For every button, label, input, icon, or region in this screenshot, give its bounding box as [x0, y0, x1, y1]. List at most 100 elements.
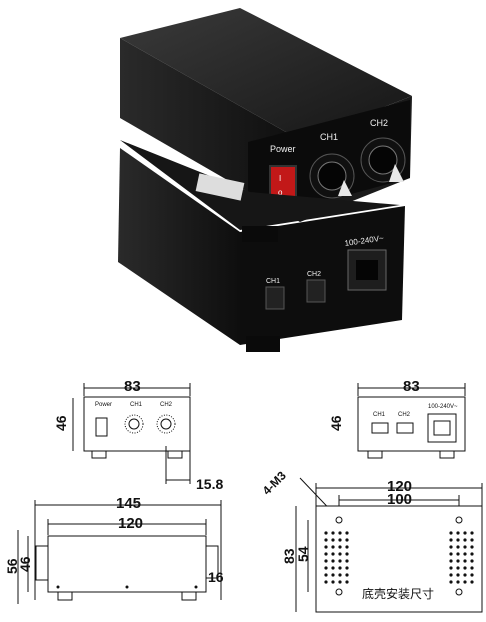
- photo-lower-foot: [246, 336, 280, 352]
- vent-hole: [470, 545, 474, 549]
- vent-hole: [456, 573, 460, 577]
- photo-power-label: Power: [270, 144, 296, 154]
- bottom-hole-spacing-dim: 100: [387, 491, 412, 508]
- vent-hole: [338, 531, 342, 535]
- vent-hole: [345, 559, 349, 563]
- vent-hole: [456, 559, 460, 563]
- front-ch1-label: CH1: [130, 402, 143, 408]
- vent-hole: [324, 580, 328, 584]
- vent-grid-right: [449, 531, 474, 584]
- vent-hole: [470, 580, 474, 584]
- vent-hole: [345, 545, 349, 549]
- vent-hole: [456, 545, 460, 549]
- rear-ac-socket: [433, 420, 451, 436]
- vent-hole: [324, 552, 328, 556]
- vent-hole: [345, 531, 349, 535]
- photo-upper-foot: [242, 226, 278, 242]
- vent-hole: [456, 552, 460, 556]
- vent-hole: [470, 566, 474, 570]
- vent-hole: [338, 559, 342, 563]
- vent-hole: [331, 559, 335, 563]
- photo-ch1-label: CH1: [320, 132, 338, 142]
- mount-hole-bottom-right: [455, 588, 463, 596]
- side-body-height-dim: 46: [17, 556, 33, 572]
- front-ch1-dial: [124, 414, 144, 434]
- vent-hole: [331, 531, 335, 535]
- front-panel-outline: [83, 396, 191, 452]
- side-screw-3: [194, 585, 198, 589]
- vent-hole: [324, 559, 328, 563]
- side-foot-dim: 16: [208, 569, 224, 585]
- vent-hole: [463, 545, 467, 549]
- vent-hole: [345, 580, 349, 584]
- bottom-hole-width-dim: 54: [295, 546, 311, 562]
- side-body-outline: [47, 535, 207, 593]
- vent-hole: [338, 552, 342, 556]
- photo-ch2-pointer: [389, 164, 404, 182]
- vent-hole: [463, 552, 467, 556]
- vent-hole: [331, 545, 335, 549]
- bottom-overall-length-dim: 120: [387, 478, 412, 495]
- front-foot-right: [167, 450, 183, 459]
- bottom-plate-outline: [315, 505, 483, 613]
- front-ch2-knob: [160, 418, 172, 430]
- rear-foot-left: [367, 450, 383, 459]
- vent-hole: [345, 538, 349, 542]
- vent-hole: [324, 531, 328, 535]
- vent-hole: [463, 531, 467, 535]
- bottom-screw-label: 4-M3: [260, 468, 289, 497]
- vent-hole: [345, 573, 349, 577]
- product-photo: Power CH1 CH2 I o 100-240V~ CH1 CH2: [118, 8, 412, 352]
- front-ch2-label: CH2: [160, 402, 173, 408]
- vent-hole: [456, 538, 460, 542]
- rear-ch2-label: CH2: [398, 412, 411, 418]
- vent-hole: [456, 566, 460, 570]
- bottom-view-drawing: 120 100 4-M3 83 54 底壳安装尺寸: [260, 468, 483, 613]
- vent-hole: [449, 573, 453, 577]
- knob-offset-dim: 15.8: [196, 476, 223, 492]
- bottom-caption: 底壳安装尺寸: [362, 586, 434, 601]
- vent-hole: [345, 552, 349, 556]
- side-screw-2: [125, 585, 129, 589]
- photo-ch1-pointer: [338, 180, 352, 196]
- upper-unit-top: [120, 8, 412, 140]
- front-width-dim: 83: [124, 378, 141, 395]
- photo-rear-ch1: CH1: [266, 278, 280, 285]
- vent-hole: [331, 566, 335, 570]
- vent-hole: [345, 566, 349, 570]
- vent-hole: [449, 559, 453, 563]
- front-ch1-knob: [128, 418, 140, 430]
- photo-ch2-label: CH2: [370, 118, 388, 128]
- rear-width-dim: 83: [403, 378, 420, 395]
- vent-hole: [463, 538, 467, 542]
- photo-rear-ch2-connector: [306, 279, 326, 303]
- vent-hole: [338, 566, 342, 570]
- side-view-drawing: 145 120 56 46 16: [4, 495, 224, 604]
- vent-grid-left: [324, 531, 349, 584]
- vent-hole: [463, 559, 467, 563]
- front-height-dim: 46: [53, 415, 69, 431]
- vent-hole: [456, 580, 460, 584]
- vent-hole: [449, 545, 453, 549]
- vent-hole: [338, 545, 342, 549]
- vent-hole: [324, 573, 328, 577]
- vent-hole: [463, 566, 467, 570]
- vent-hole: [324, 538, 328, 542]
- rear-ch2-connector: [396, 422, 414, 434]
- vent-hole: [449, 566, 453, 570]
- side-foot-rear: [181, 591, 197, 601]
- vent-hole: [470, 538, 474, 542]
- side-body-length-dim: 120: [118, 515, 143, 532]
- mount-hole-top-right: [455, 516, 463, 524]
- vent-hole: [463, 573, 467, 577]
- side-screw-1: [56, 585, 60, 589]
- vent-hole: [470, 552, 474, 556]
- vent-hole: [470, 559, 474, 563]
- mount-hole-top-left: [335, 516, 343, 524]
- lower-unit-rear: [240, 206, 405, 345]
- photo-ch2-knob: [368, 145, 398, 175]
- side-rear-connector: [205, 545, 219, 579]
- front-ch2-dial: [156, 414, 176, 434]
- rear-ch1-label: CH1: [373, 412, 386, 418]
